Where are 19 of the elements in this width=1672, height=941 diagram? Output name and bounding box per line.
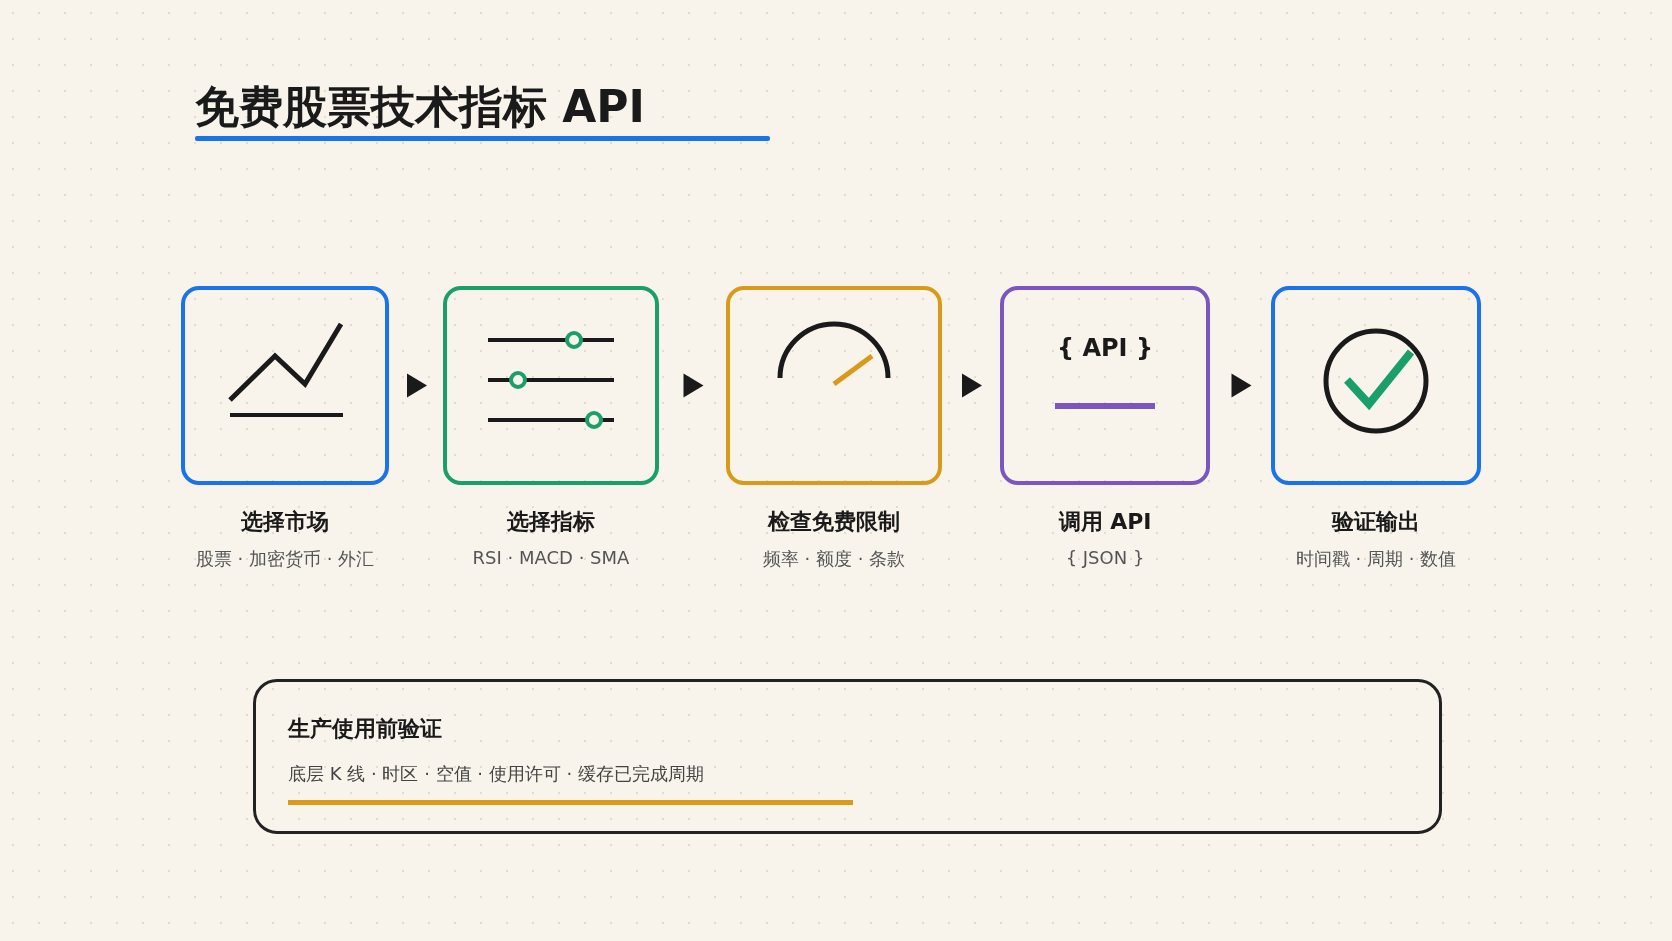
note-panel	[253, 679, 1442, 834]
step-title: 验证输出	[1332, 508, 1420, 536]
panel-text: 底层 K 线 · 时区 · 空值 · 使用许可 · 缓存已完成周期	[288, 762, 704, 786]
step-subtitle: 时间戳 · 周期 · 数值	[1295, 547, 1457, 571]
step-subtitle: RSI · MACD · SMA	[472, 547, 630, 568]
arrow	[962, 373, 982, 398]
step-title: 选择指标	[507, 508, 595, 536]
panel-heading: 生产使用前验证	[288, 715, 442, 743]
step-title: 检查免费限制	[768, 508, 900, 536]
title-heading: 免费股票技术指标 API	[195, 80, 645, 134]
step-title: 选择市场	[241, 508, 329, 536]
arrow	[407, 373, 427, 398]
arrow	[1231, 373, 1252, 398]
code-label: { API }	[1057, 334, 1153, 362]
step-subtitle: 频率 · 额度 · 条款	[762, 547, 906, 571]
step-subtitle: { JSON }	[1065, 547, 1145, 568]
arrow	[683, 373, 704, 398]
step-title: 调用 API	[1058, 508, 1152, 536]
step-subtitle: 股票 · 加密货币 · 外汇	[195, 547, 375, 571]
